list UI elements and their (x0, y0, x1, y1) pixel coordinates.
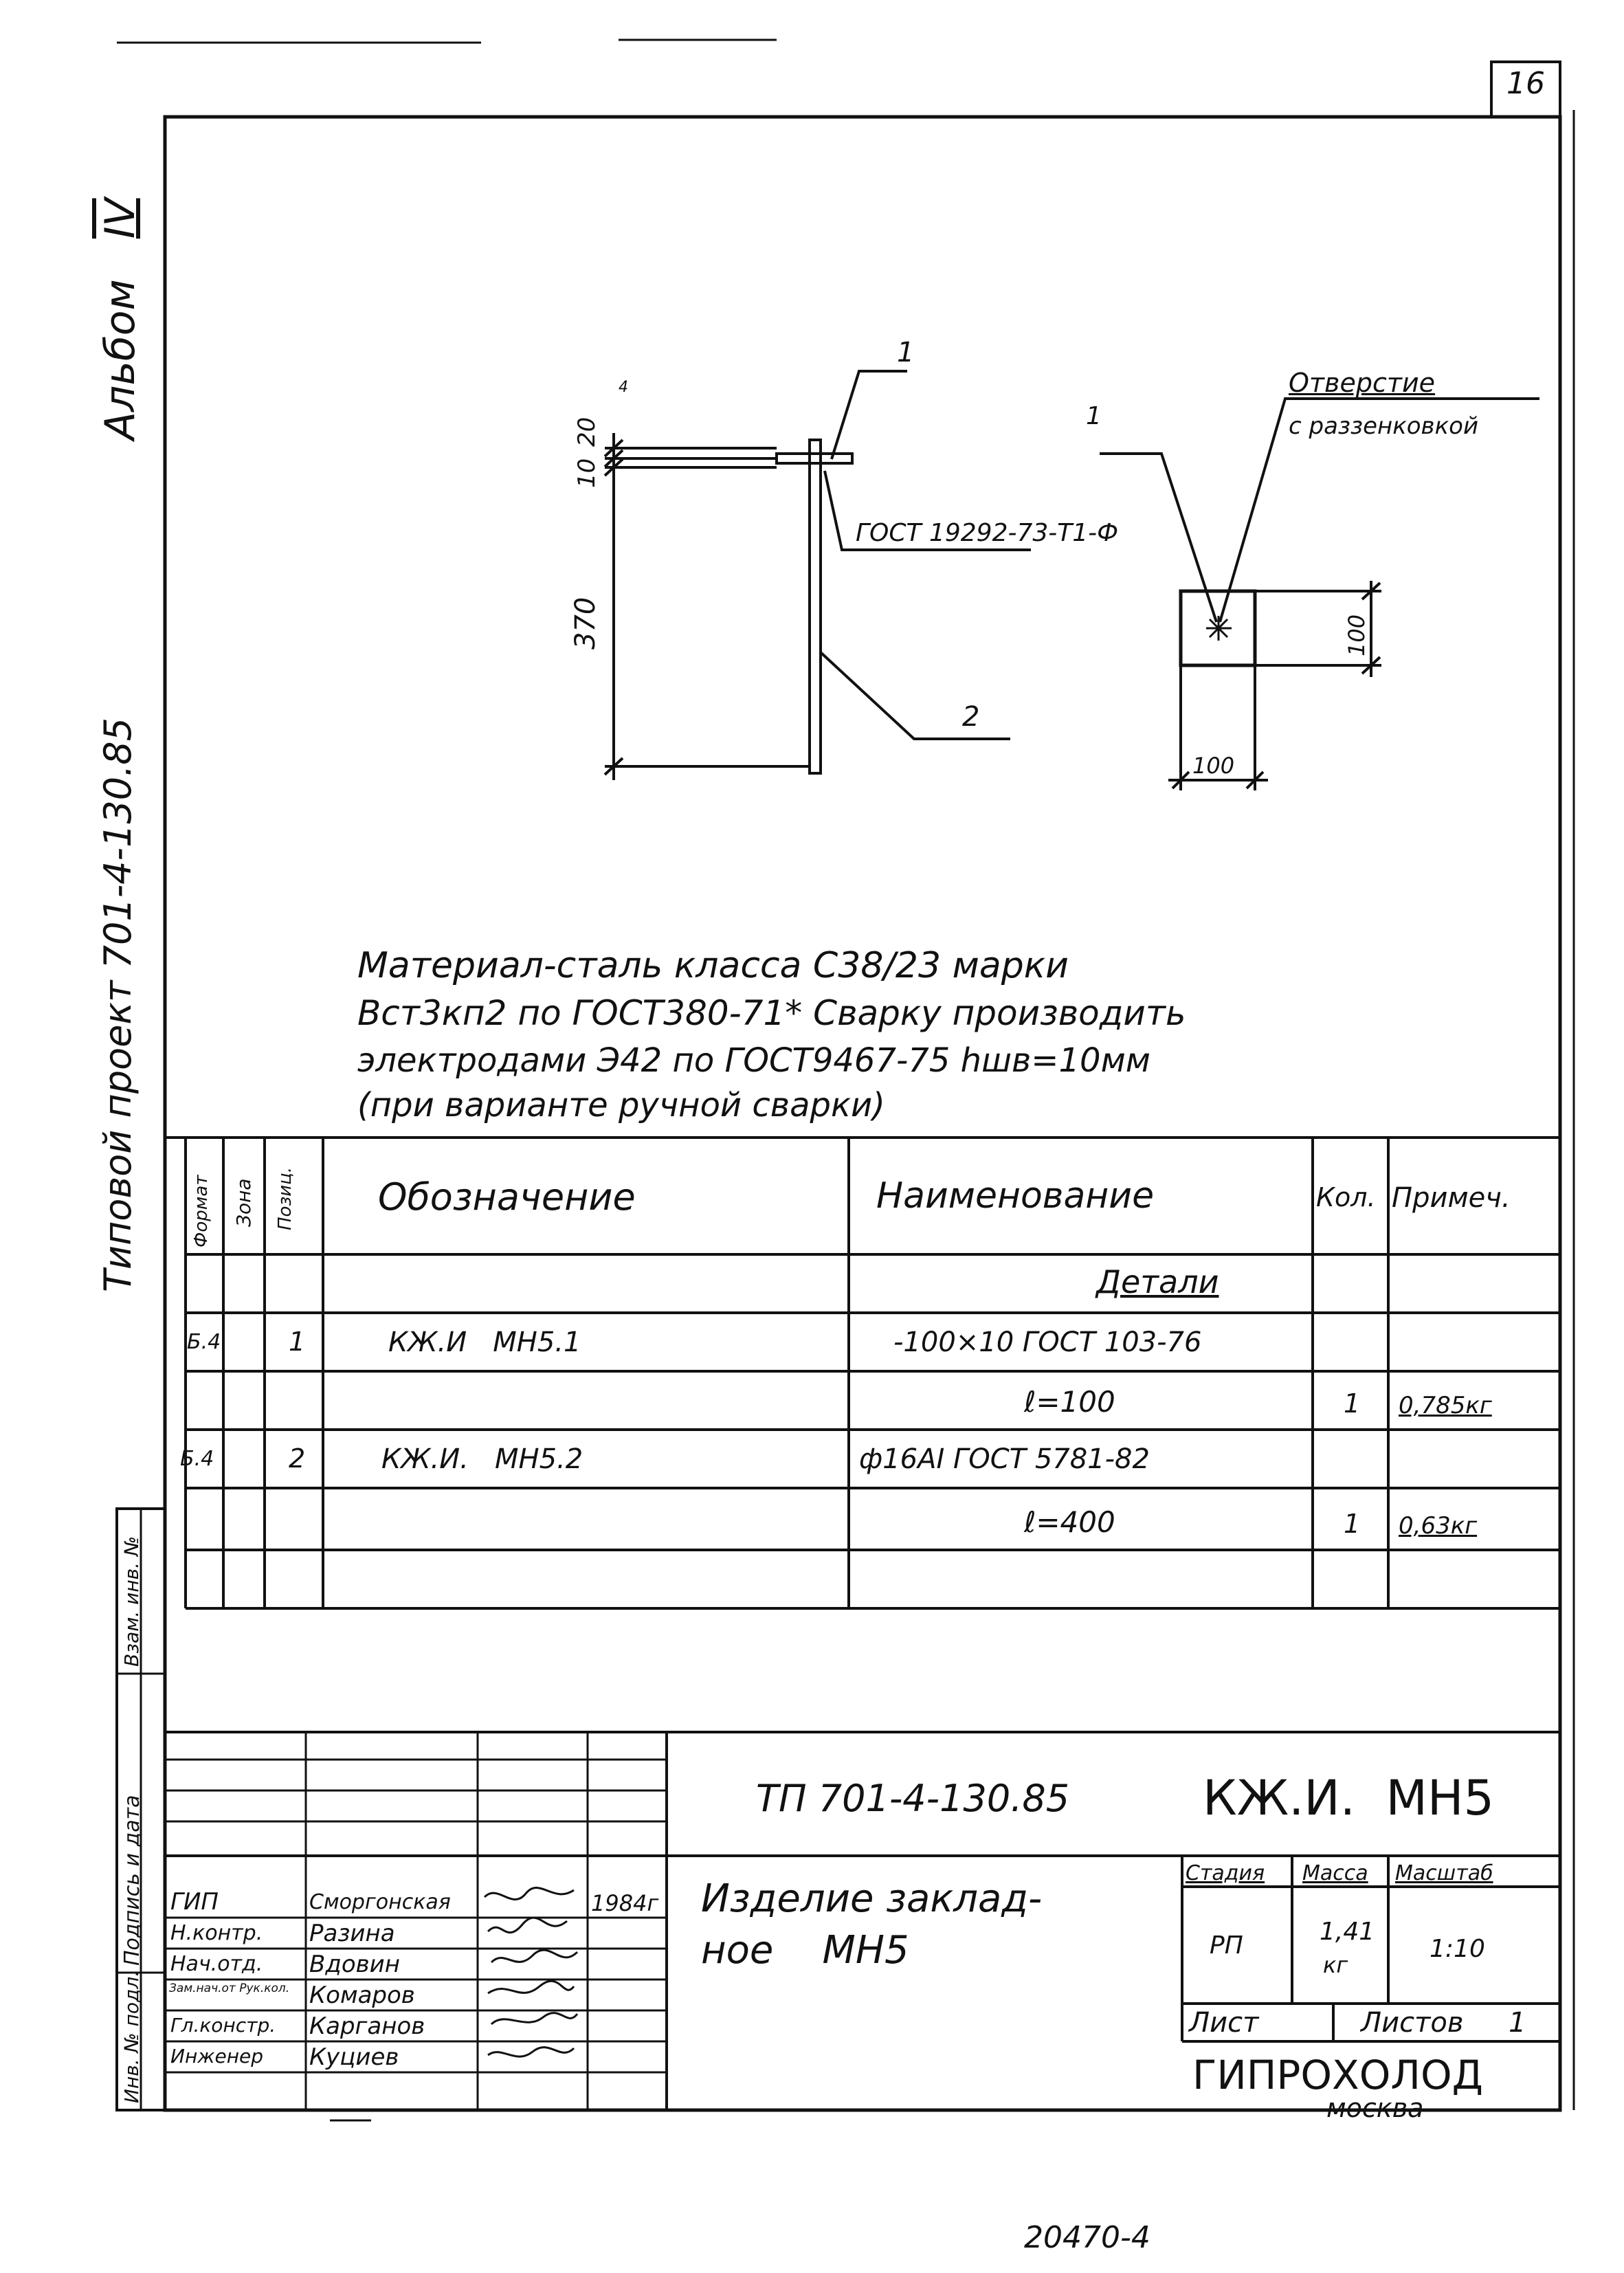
dim-20: 20 (573, 417, 601, 447)
signer-role: Зам.нач.от Рук.кол. (169, 1982, 290, 1995)
signer-role: ГИП (170, 1888, 219, 1916)
dim-100-horizontal: 100 (1192, 753, 1234, 779)
stage-label: Стадия (1186, 1861, 1265, 1885)
signer-role: Нач.отд. (170, 1952, 263, 1976)
album-text: Альбом (96, 279, 144, 440)
project-label: Типовой проект 701-4-130.85 (96, 718, 140, 1292)
header-designation: Обозначение (378, 1175, 636, 1219)
row1-name: -100×10 ГОСТ 103-76 (893, 1327, 1202, 1358)
row2-qty: 1 (1344, 1388, 1361, 1419)
scale-value: 1:10 (1430, 1935, 1485, 1963)
hole-note-line2: с раззенковкой (1289, 412, 1479, 440)
note-line-4: (при варианте ручной сварки) (357, 1086, 885, 1124)
tick-mark: 4 (619, 379, 628, 396)
dim-100-vertical: 100 (1344, 614, 1370, 656)
leader-label-1b: 1 (1086, 402, 1102, 430)
mass-unit: кг (1323, 1952, 1348, 1978)
dim-370: 370 (570, 597, 601, 650)
mass-label: Масса (1302, 1861, 1368, 1885)
signature-scribbles (483, 1887, 579, 2058)
sheet-label: Лист (1189, 2007, 1259, 2039)
note-line-3: электродами Э42 по ГОСТ9467-75 hшв=10мм (357, 1041, 1150, 1080)
signer-name: Сморгонская (309, 1890, 451, 1914)
row3-format: Б.4 (180, 1447, 214, 1471)
title-line-1: Изделие заклад- (701, 1876, 1043, 1921)
signer-name: Вдовин (309, 1951, 400, 1978)
row3-pos: 2 (289, 1443, 306, 1474)
hole-note-line1: Отверстие (1289, 368, 1436, 398)
signer-name: Карганов (309, 2013, 425, 2040)
row3-name: ф16АI ГОСТ 5781-82 (859, 1443, 1150, 1475)
row4-note: 0,63кг (1399, 1512, 1478, 1540)
strip-vzam: Взам. инв. № (120, 1535, 143, 1667)
archive-number: 20470-4 (1024, 2220, 1150, 2255)
project-code: ТП 701-4-130.85 (756, 1777, 1070, 1820)
sheet-number: 16 (1506, 66, 1545, 101)
strip-podpis: Подпись и дата (120, 1795, 144, 1966)
note-line-2: Вст3кп2 по ГОСТ380-71* Сварку производит… (357, 993, 1186, 1033)
signer-role: Инженер (170, 2045, 264, 2067)
row4-name: ℓ=400 (1024, 1505, 1115, 1539)
row4-qty: 1 (1344, 1509, 1361, 1539)
header-qty: Кол. (1316, 1182, 1376, 1212)
sheets-label: Листов (1361, 2007, 1464, 2039)
dim-10: 10 (573, 458, 601, 488)
stage-value: РП (1210, 1931, 1243, 1960)
header-pos: Позиц. (275, 1166, 296, 1230)
signer-role: Гл.констр. (170, 2014, 276, 2037)
row1-format: Б.4 (187, 1330, 221, 1354)
album-label: Альбом IV (96, 198, 144, 440)
row2-note: 0,785кг (1399, 1392, 1492, 1419)
signer-name: Разина (309, 1920, 395, 1947)
signer-role: Н.контр. (170, 1921, 263, 1945)
row1-pos: 1 (289, 1327, 306, 1357)
album-number: IV (96, 198, 144, 239)
header-format: Формат (191, 1175, 212, 1248)
note-line-1: Материал-сталь класса С38/23 марки (357, 945, 1069, 986)
mass-value: 1,41 (1320, 1918, 1375, 1946)
scale-label: Масштаб (1395, 1861, 1493, 1885)
header-zone: Зона (232, 1178, 255, 1227)
row2-name: ℓ=100 (1024, 1385, 1115, 1419)
org-name: ГИПРОХОЛОД (1192, 2052, 1483, 2098)
title-line-2: ное МН5 (701, 1928, 909, 1973)
signer-name: Куциев (309, 2043, 399, 2071)
header-note: Примеч. (1392, 1182, 1511, 1214)
row1-designation: КЖ.И МН5.1 (388, 1327, 581, 1358)
leader-label-2: 2 (962, 701, 980, 733)
header-name: Наименование (876, 1175, 1155, 1217)
section-title: Детали (1096, 1263, 1219, 1300)
sheets-count: 1 (1509, 2007, 1526, 2039)
row3-designation: КЖ.И. МН5.2 (381, 1443, 583, 1475)
signer-date: 1984г (591, 1890, 659, 1916)
org-city: москва (1326, 2093, 1424, 2123)
signer-name: Комаров (309, 1982, 415, 2009)
strip-inv-podl: Инв. № подл. (120, 1970, 143, 2103)
weld-note: ГОСТ 19292-73-Т1-Ф (856, 519, 1119, 547)
leader-label-1: 1 (897, 337, 915, 368)
doc-code: КЖ.И. МН5 (1203, 1770, 1495, 1826)
